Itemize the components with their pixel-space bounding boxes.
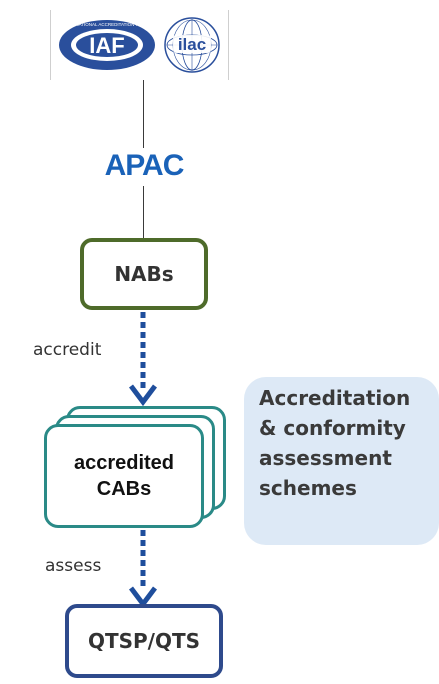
iaf-logo-text: IAF xyxy=(89,33,124,58)
nabs-node: NABs xyxy=(80,238,208,310)
nabs-label: NABs xyxy=(114,262,174,286)
callout-line3: assessment xyxy=(259,446,392,470)
qtsp-label: QTSP/QTS xyxy=(87,629,201,653)
cabs-label-line1: accredited xyxy=(73,452,175,474)
connector-logos-apac xyxy=(143,80,144,148)
logo-block: IAF INTERNATIONAL ACCREDITATION FORUM il… xyxy=(50,10,229,80)
callout-line2: & conformity xyxy=(259,416,406,440)
assess-arrow xyxy=(129,530,157,608)
iaf-logo: IAF INTERNATIONAL ACCREDITATION FORUM xyxy=(59,20,155,70)
ilac-logo-text: ilac xyxy=(178,35,206,54)
cabs-node: accredited CABs xyxy=(44,424,204,528)
schemes-callout: Accreditation & conformity assessment sc… xyxy=(244,377,439,545)
cabs-label-line2: CABs xyxy=(96,478,152,500)
accredit-label: accredit xyxy=(33,340,102,360)
accredit-arrow xyxy=(129,312,157,407)
qtsp-node: QTSP/QTS xyxy=(65,604,223,678)
callout-line4: schemes xyxy=(259,476,357,500)
ilac-logo: ilac xyxy=(164,17,220,73)
apac-logo: APAC xyxy=(104,149,185,182)
callout-line1: Accreditation xyxy=(259,386,411,410)
connector-apac-nabs xyxy=(143,186,144,238)
assess-label: assess xyxy=(45,556,102,576)
iaf-ring-text: INTERNATIONAL ACCREDITATION FORUM xyxy=(62,22,153,27)
